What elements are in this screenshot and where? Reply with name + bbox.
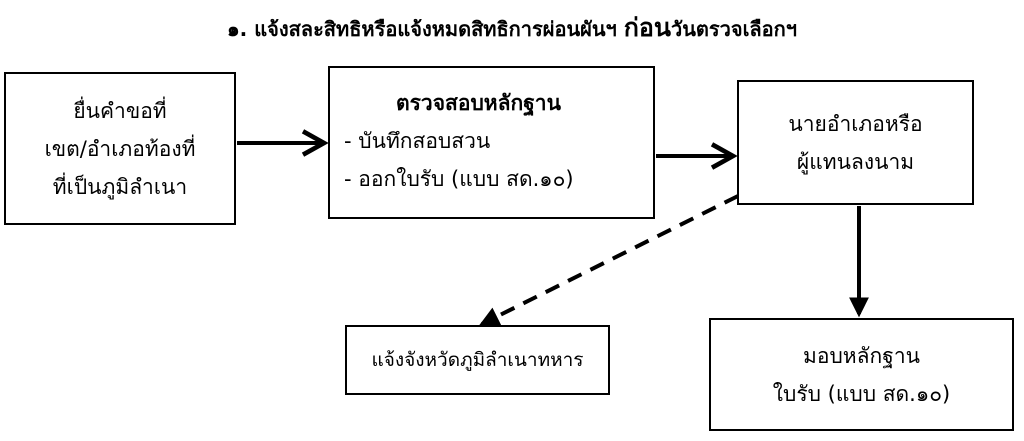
step-district-signs-box: นายอำเภอหรือ ผู้แทนลงนาม (737, 80, 974, 205)
title-prefix: ๑. แจ้งสละสิทธิหรือแจ้งหมดสิทธิการผ่อนผั… (226, 17, 624, 41)
deliver-line-2: ใบรับ (แบบ สด.๑๐) (772, 381, 951, 406)
diagram-title: ๑. แจ้งสละสิทธิหรือแจ้งหมดสิทธิการผ่อนผั… (0, 8, 1024, 48)
verify-item-receipt: - ออกใบรับ (แบบ สด.๑๐) (344, 167, 574, 191)
verify-item-record: - บันทึกสอบสวน (344, 129, 491, 153)
arrow-sign-to-notify-dashed (479, 194, 739, 326)
submit-line-3: ที่เป็นภูมิลำเนา (52, 174, 188, 199)
sign-line-1: นายอำเภอหรือ (788, 111, 923, 136)
verify-heading: ตรวจสอบหลักฐาน (396, 91, 561, 115)
submit-line-2: เขต/อำเภอท้องที่ (44, 136, 196, 161)
submit-line-1: ยื่นคำขอที่ (73, 98, 167, 123)
step-deliver-receipt-box: มอบหลักฐาน ใบรับ (แบบ สด.๑๐) (709, 318, 1014, 431)
title-emphasis: ก่อน (623, 13, 671, 42)
sign-line-2: ผู้แทนลงนาม (796, 149, 915, 174)
step-verify-evidence-box: ตรวจสอบหลักฐาน - บันทึกสอบสวน - ออกใบรับ… (328, 66, 655, 219)
step-submit-request-box: ยื่นคำขอที่ เขต/อำเภอท้องที่ ที่เป็นภูมิ… (4, 72, 236, 225)
deliver-line-1: มอบหลักฐาน (803, 343, 920, 368)
title-suffix: วันตรวจเลือกฯ (671, 17, 798, 41)
step-notify-province-box: แจ้งจังหวัดภูมิลำเนาทหาร (345, 325, 610, 395)
notify-text: แจ้งจังหวัดภูมิลำเนาทหาร (371, 349, 584, 371)
